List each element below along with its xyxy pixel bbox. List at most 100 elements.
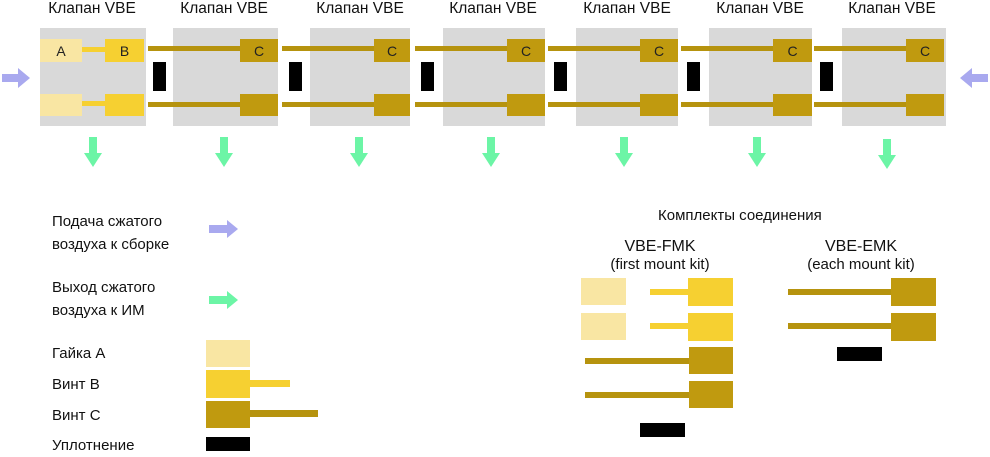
fmk-nut-a-1 (581, 278, 626, 305)
valve-title-5: Клапан VBE (583, 0, 671, 17)
exhaust-arrow-2-icon (215, 137, 233, 167)
screw-c-top-4: C (507, 39, 545, 62)
legend-supply-line-1: Подача сжатого (52, 213, 163, 230)
screw-b-shaft-bottom (82, 101, 109, 106)
kit-emk-title: VBE-EMK (each mount kit) (787, 238, 935, 274)
screw-c-bottom-4 (507, 94, 545, 116)
screw-c-shaft-bottom-5 (548, 102, 644, 107)
seal-5 (554, 62, 567, 91)
legend-nut-a-label: Гайка А (52, 345, 106, 362)
screw-c-shaft-top-7 (814, 46, 910, 51)
screw-c-top-6: C (773, 39, 812, 62)
emk-screw-c-shaft-2 (788, 323, 894, 329)
seal-4 (421, 62, 434, 91)
valve-title-4: Клапан VBE (449, 0, 537, 17)
screw-c-top-5: C (640, 39, 678, 62)
emk-seal (837, 347, 882, 361)
nut-a-label: A (56, 42, 66, 59)
screw-b-bottom (105, 94, 144, 116)
seal-7 (820, 62, 833, 91)
fmk-nut-a-2 (581, 313, 626, 340)
screw-c-label-7: C (919, 42, 931, 59)
kit-emk-sub: (each mount kit) (807, 256, 915, 273)
fmk-screw-b-shaft-2 (650, 323, 690, 329)
kit-emk-name: VBE-EMK (824, 238, 897, 255)
screw-c-shaft-bottom-3 (282, 102, 378, 107)
screw-c-shaft-bottom-2 (148, 102, 244, 107)
legend-exhaust-line-1: Выход сжатого (52, 279, 156, 296)
legend-screw-c-shaft (250, 410, 318, 417)
kit-fmk-title: VBE-FMK (first mount kit) (590, 238, 730, 274)
fmk-screw-c-shaft-1 (585, 358, 691, 364)
screw-c-shaft-top-3 (282, 46, 378, 51)
screw-c-bottom-6 (773, 94, 812, 116)
screw-c-bottom-3 (374, 94, 410, 116)
fmk-screw-c-2 (689, 381, 733, 408)
seal-3 (289, 62, 302, 91)
screw-c-bottom-5 (640, 94, 678, 116)
fmk-screw-b-2 (688, 313, 733, 341)
legend-exhaust-line-2: воздуха к ИМ (52, 302, 145, 319)
legend-supply-text: Подача сжатого воздуха к сборке (52, 210, 169, 256)
fmk-screw-c-shaft-2 (585, 392, 691, 398)
screw-c-label-6: C (787, 42, 798, 59)
emk-screw-c-2 (891, 313, 936, 341)
kit-fmk-name: VBE-FMK (624, 238, 696, 255)
kit-fmk-sub: (first mount kit) (610, 256, 710, 273)
fmk-seal (640, 423, 685, 437)
legend-screw-b-swatch (206, 370, 250, 398)
exhaust-arrow-7-icon (878, 139, 896, 169)
screw-c-shaft-bottom-7 (814, 102, 910, 107)
screw-c-top-7: C (906, 39, 944, 62)
screw-c-bottom-7 (906, 94, 944, 116)
exhaust-arrow-6-icon (748, 137, 766, 167)
valve-title-6: Клапан VBE (716, 0, 804, 17)
nut-a-bottom (40, 94, 82, 116)
exhaust-arrow-3-icon (350, 137, 368, 167)
exhaust-arrow-1-icon (84, 137, 102, 167)
fmk-screw-c-1 (689, 347, 733, 374)
kits-heading: Комплекты соединения (658, 207, 822, 224)
screw-c-label-3: C (386, 42, 398, 59)
exhaust-arrow-5-icon (615, 137, 633, 167)
legend-supply-line-2: воздуха к сборке (52, 236, 170, 253)
legend-screw-b-label: Винт B (52, 376, 100, 393)
screw-c-top-3: C (374, 39, 410, 62)
legend-exhaust-arrow-icon (209, 291, 238, 309)
screw-b-label: B (119, 42, 130, 59)
fmk-screw-b-shaft-1 (650, 289, 690, 295)
screw-c-shaft-bottom-6 (681, 102, 777, 107)
legend-seal-label: Уплотнение (52, 437, 135, 454)
seal-2 (153, 62, 166, 91)
supply-arrow-left-icon (2, 68, 30, 88)
legend-screw-c-swatch (206, 401, 250, 428)
screw-c-shaft-top-5 (548, 46, 644, 51)
seal-6 (687, 62, 700, 91)
valve-title-1: Клапан VBE (48, 0, 136, 17)
legend-seal-swatch (206, 437, 250, 451)
screw-c-shaft-top-2 (148, 46, 244, 51)
screw-c-shaft-bottom-4 (415, 102, 511, 107)
supply-arrow-right-icon (960, 68, 988, 88)
fmk-screw-b-1 (688, 278, 733, 306)
screw-c-label-5: C (653, 42, 665, 59)
screw-c-bottom-2 (240, 94, 278, 116)
emk-screw-c-shaft-1 (788, 289, 894, 295)
emk-screw-c-1 (891, 278, 936, 306)
exhaust-arrow-4-icon (482, 137, 500, 167)
screw-c-label-4: C (520, 42, 532, 59)
legend-exhaust-text: Выход сжатого воздуха к ИМ (52, 276, 155, 322)
legend-screw-c-label: Винт C (52, 407, 101, 424)
valve-title-3: Клапан VBE (316, 0, 404, 17)
valve-title-7: Клапан VBE (848, 0, 936, 17)
legend-screw-b-shaft (250, 380, 290, 387)
nut-a-top: A (40, 39, 82, 62)
screw-c-shaft-top-6 (681, 46, 777, 51)
valve-title-2: Клапан VBE (180, 0, 268, 17)
screw-b-shaft-top (82, 47, 109, 52)
legend-nut-a-swatch (206, 340, 250, 367)
legend-supply-arrow-icon (209, 220, 238, 238)
screw-c-label-2: C (253, 42, 265, 59)
screw-c-top-2: C (240, 39, 278, 62)
screw-c-shaft-top-4 (415, 46, 511, 51)
